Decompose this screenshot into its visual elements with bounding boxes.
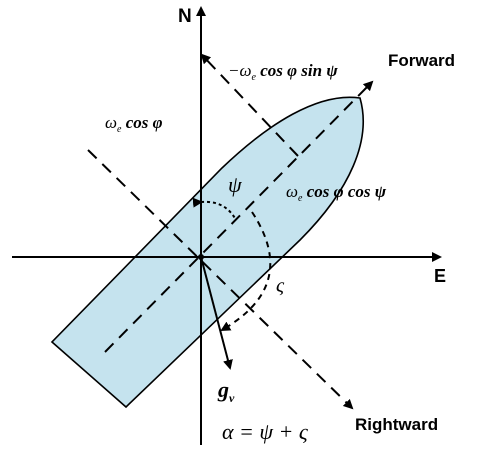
varsigma-label: ς bbox=[276, 275, 285, 297]
gv-label: gv bbox=[217, 377, 235, 405]
rightward-label: Rightward bbox=[355, 415, 438, 434]
north-label: N bbox=[178, 6, 192, 27]
ship-hull bbox=[50, 96, 364, 409]
cos-formula: ωe cos φ bbox=[105, 113, 163, 135]
alpha-equation: α = ψ + ς bbox=[222, 419, 309, 444]
psi-arc bbox=[192, 197, 237, 221]
neg-projection-arrow bbox=[200, 53, 299, 157]
origin-point bbox=[198, 254, 204, 260]
rightward-axis bbox=[87, 149, 354, 410]
varsigma-arc bbox=[220, 211, 272, 332]
neg-sin-formula: −ωe cos φ sin ψ bbox=[228, 61, 338, 83]
forward-axis bbox=[104, 80, 374, 353]
psi-label: ψ bbox=[228, 172, 242, 197]
cos-cos-formula: ωe cos φ cos ψ bbox=[286, 182, 387, 204]
forward-label: Forward bbox=[388, 51, 455, 70]
gv-vector bbox=[200, 256, 233, 370]
east-label: E bbox=[434, 266, 446, 286]
